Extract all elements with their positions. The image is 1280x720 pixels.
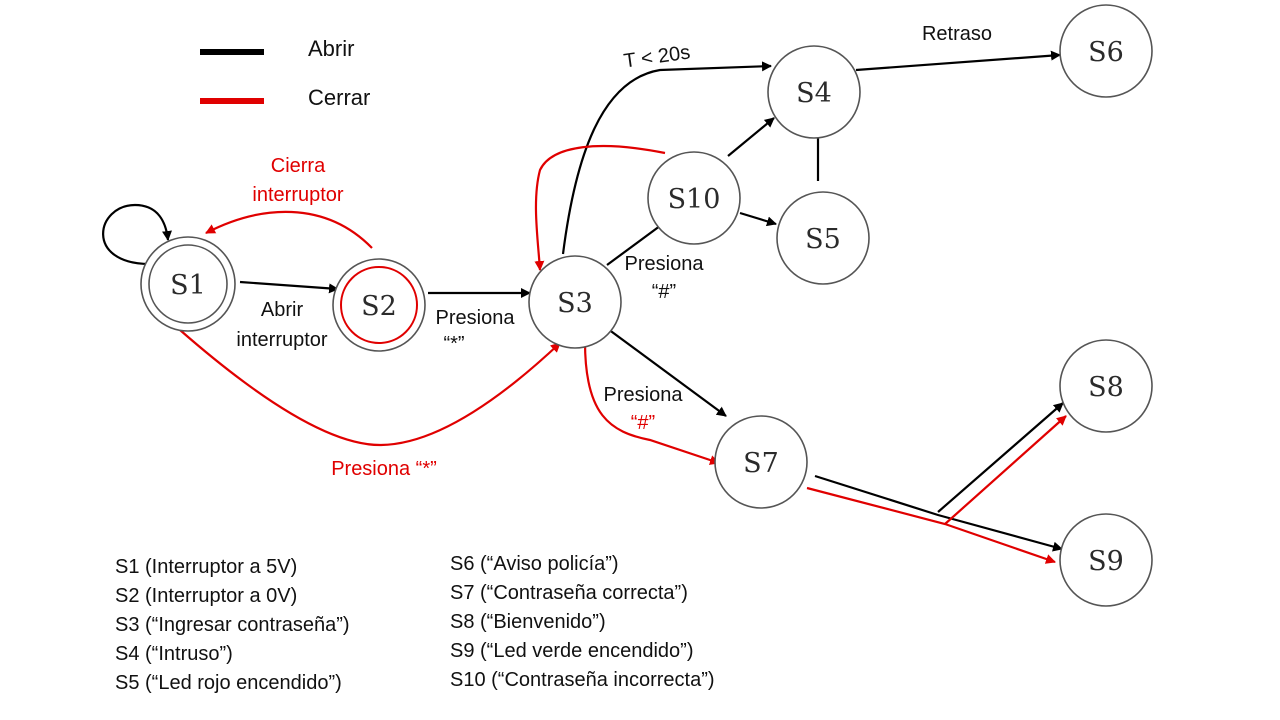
- state-s10-label: S10: [668, 184, 721, 215]
- label-cierra-line1: Cierra: [271, 155, 326, 177]
- edge-s10-s4: [727, 117, 775, 157]
- edge-s3-s4: [561, 61, 772, 255]
- desc-s4: S4 (“Intruso”): [115, 643, 233, 665]
- label-presiona-star-line1: Presiona: [436, 307, 516, 329]
- desc-s10: S10 (“Contraseña incorrecta”): [450, 669, 715, 691]
- desc-s3: S3 (“Ingresar contraseña”): [115, 614, 350, 636]
- state-s10[interactable]: S10: [647, 151, 741, 245]
- state-descriptions-left: S1 (Interruptor a 5V) S2 (Interruptor a …: [115, 553, 350, 698]
- state-s4-label: S4: [796, 78, 832, 109]
- state-s8[interactable]: S8: [1059, 339, 1153, 433]
- state-s2[interactable]: S2: [332, 258, 426, 352]
- state-s1-label: S1: [170, 270, 206, 301]
- edge-s3-s7: [607, 328, 727, 417]
- desc-s6: S6 (“Aviso policía”): [450, 553, 619, 575]
- edge-s1-s2: [239, 280, 339, 294]
- label-presiona-star-line2: “*”: [443, 333, 464, 355]
- label-presiona-hash-mid-line2: “#”: [631, 412, 655, 434]
- state-s5[interactable]: S5: [776, 191, 870, 285]
- state-s1[interactable]: S1: [140, 236, 236, 332]
- states: S1 S2 S3 S4 S5 S6 S7 S8: [140, 4, 1153, 607]
- state-s3[interactable]: S3: [528, 255, 622, 349]
- label-t-less-20s: T < 20s: [622, 41, 691, 72]
- state-s2-label: S2: [361, 291, 397, 322]
- label-cierra-line2: interruptor: [252, 184, 343, 206]
- edge-s4-s6: [855, 50, 1061, 72]
- edges-close: [179, 144, 1067, 564]
- state-s4[interactable]: S4: [767, 45, 861, 139]
- label-presiona-hash-top-line2: “#”: [652, 281, 676, 303]
- state-s5-label: S5: [805, 224, 841, 255]
- edge-s2-s1-red: [205, 210, 373, 249]
- edge-s1-self-loop: [102, 203, 172, 266]
- edge-s7-s9-red: [806, 486, 1056, 564]
- edge-s1-s3-red: [179, 329, 561, 447]
- edge-s10-s3-red: [534, 144, 666, 271]
- label-abrir-line1: Abrir: [261, 299, 304, 321]
- state-descriptions-right: S6 (“Aviso policía”) S7 (“Contraseña cor…: [450, 550, 715, 695]
- desc-s7: S7 (“Contraseña correcta”): [450, 582, 688, 604]
- state-s8-label: S8: [1088, 372, 1124, 403]
- label-presiona-hash-mid-line1: Presiona: [604, 384, 684, 406]
- edge-branch-s8-red: [944, 415, 1067, 525]
- edge-labels: Cierra interruptor Abrir interruptor Pre…: [236, 23, 992, 480]
- desc-s1: S1 (Interruptor a 5V): [115, 556, 298, 578]
- legend: Abrir Cerrar: [200, 36, 370, 110]
- label-presiona-hash-top-line1: Presiona: [625, 253, 705, 275]
- edge-branch-s8: [937, 402, 1064, 513]
- legend-close-label: Cerrar: [308, 85, 370, 110]
- label-retraso: Retraso: [922, 23, 992, 45]
- state-s9[interactable]: S9: [1059, 513, 1153, 607]
- desc-s9: S9 (“Led verde encendido”): [450, 640, 694, 662]
- desc-s5: S5 (“Led rojo encendido”): [115, 672, 342, 694]
- state-s6[interactable]: S6: [1059, 4, 1153, 98]
- state-s9-label: S9: [1088, 546, 1124, 577]
- edge-s7-s9: [814, 474, 1063, 552]
- legend-open-label: Abrir: [308, 36, 354, 61]
- state-s6-label: S6: [1088, 37, 1124, 68]
- desc-s8: S8 (“Bienvenido”): [450, 611, 606, 633]
- edge-s3-s7-red: [583, 341, 720, 465]
- state-s7-label: S7: [743, 448, 779, 479]
- edge-s10-s5: [739, 211, 777, 227]
- label-presiona-star-red: Presiona “*”: [331, 458, 437, 480]
- state-s3-label: S3: [557, 288, 593, 319]
- label-abrir-line2: interruptor: [236, 329, 327, 351]
- desc-s2: S2 (Interruptor a 0V): [115, 585, 298, 607]
- state-s7[interactable]: S7: [714, 415, 808, 509]
